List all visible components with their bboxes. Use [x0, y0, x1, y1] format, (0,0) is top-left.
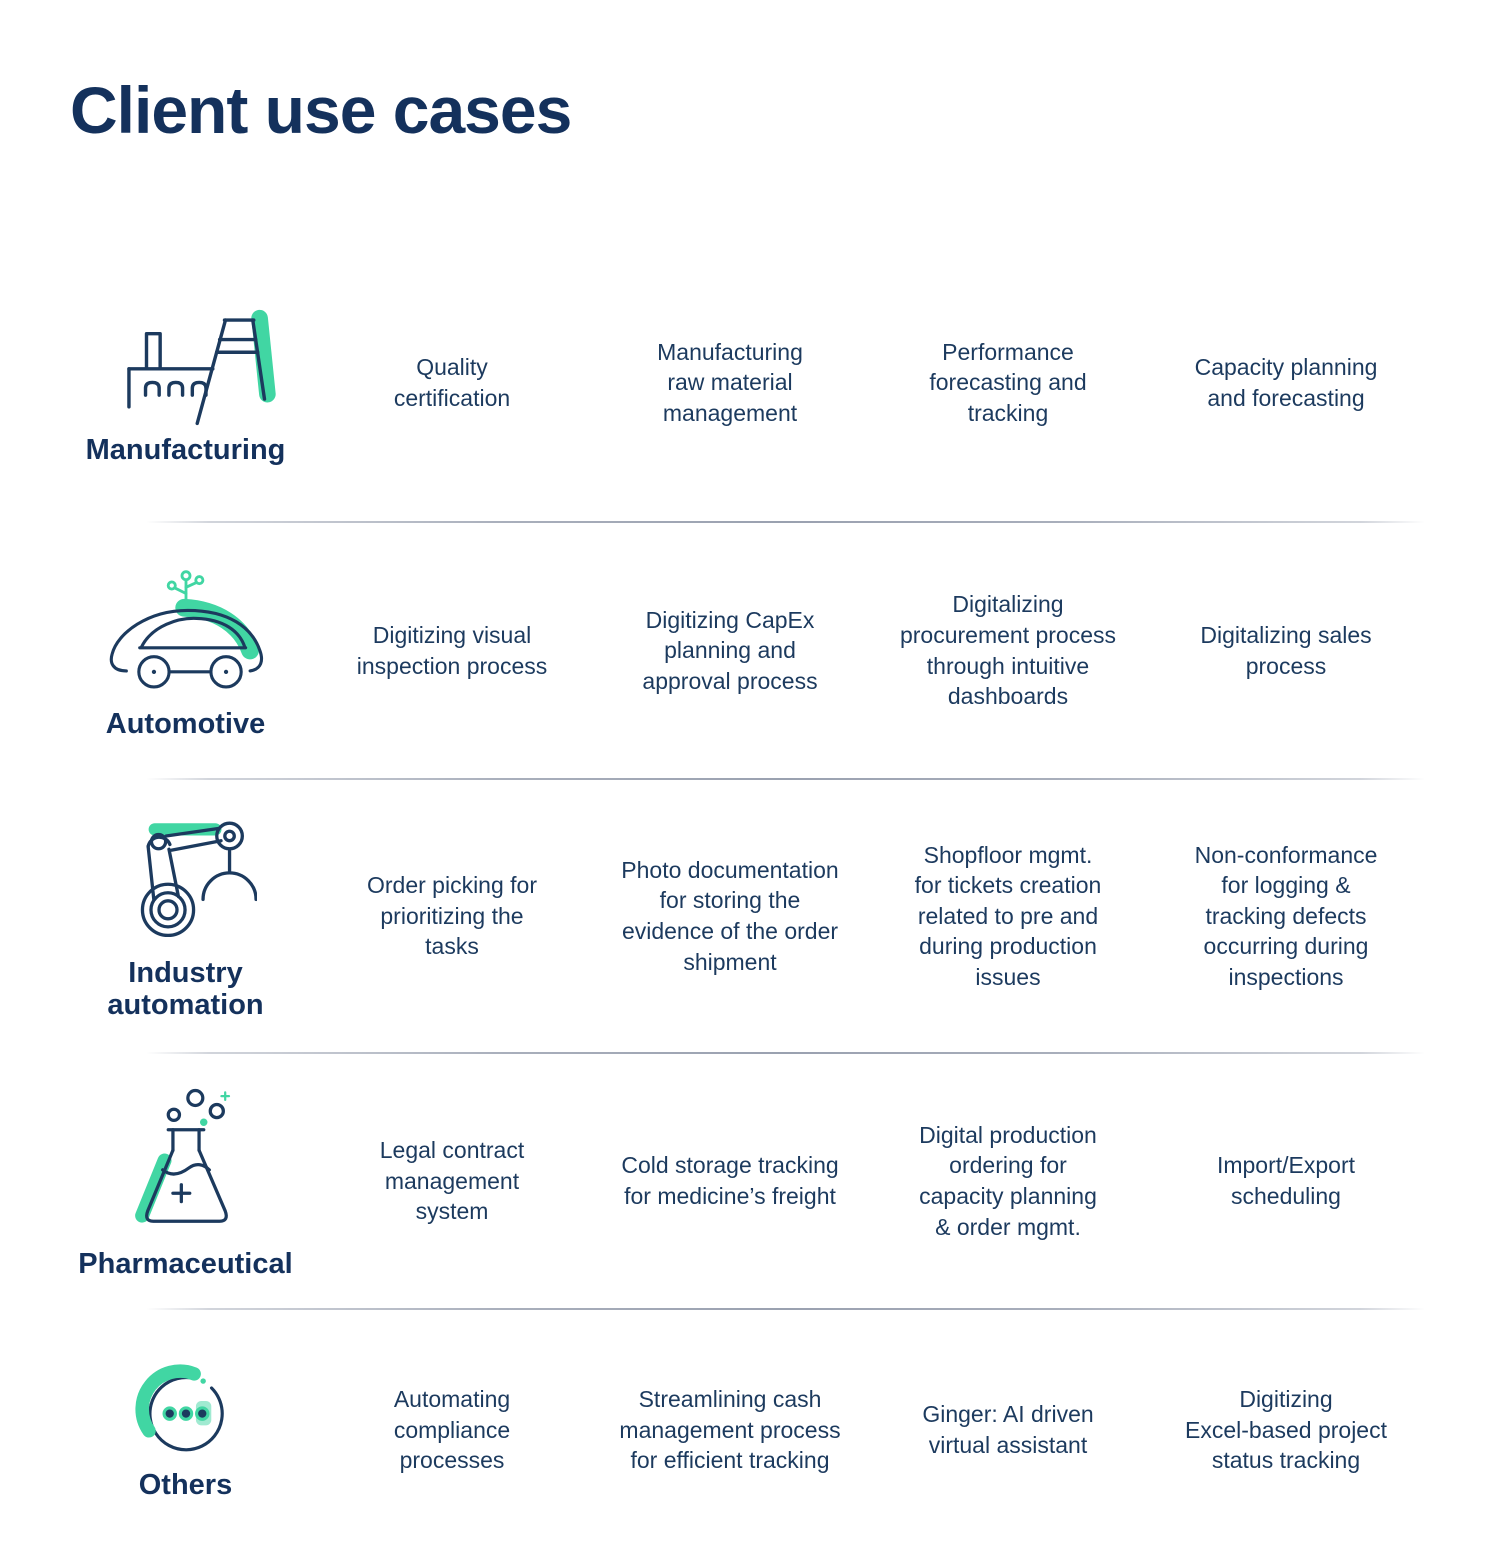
- row-industry-automation: Industry automation Order picking for pr…: [58, 780, 1425, 1052]
- use-case: Digitizing CapEx planning and approval p…: [642, 606, 818, 694]
- use-case: Quality certification: [393, 353, 511, 411]
- row-header-industry-automation: Industry automation: [58, 811, 313, 1022]
- use-case: Digitalizing sales process: [1200, 621, 1372, 679]
- factory-icon: [88, 298, 283, 426]
- use-case: Digitizing Excel-based project status tr…: [1185, 1386, 1387, 1474]
- row-header-manufacturing: Manufacturing: [58, 298, 313, 466]
- use-case: Digitalizing procurement process through…: [899, 591, 1117, 710]
- use-case: Digitizing visual inspection process: [356, 621, 548, 679]
- use-case: Import/Export scheduling: [1216, 1152, 1356, 1209]
- row-divider: [146, 1308, 1425, 1310]
- row-header-pharmaceutical: Pharmaceutical: [58, 1082, 313, 1280]
- use-case: Automating compliance processes: [393, 1386, 511, 1474]
- use-case: Digital production ordering for capacity…: [919, 1121, 1097, 1240]
- row-label: Others: [138, 1468, 233, 1501]
- page-title: Client use cases: [70, 73, 572, 147]
- use-case: Cold storage tracking for medicine’s fre…: [621, 1152, 839, 1209]
- use-case: Capacity planning and forecasting: [1194, 353, 1378, 411]
- row-others: Others Automating compliance processes S…: [58, 1310, 1425, 1550]
- chat-dots-icon: [130, 1359, 242, 1461]
- row-automotive: Automotive Digitizing visual inspection …: [58, 523, 1425, 778]
- robot-arm-icon: [115, 811, 257, 949]
- row-label: Automotive: [105, 708, 266, 741]
- row-pharmaceutical: Pharmaceutical Legal contract management…: [58, 1054, 1425, 1308]
- row-header-others: Others: [58, 1359, 313, 1501]
- use-case: Non-conformance for logging & tracking d…: [1194, 841, 1378, 990]
- row-label: Manufacturing: [85, 434, 286, 467]
- use-case: Legal contract management system: [379, 1137, 525, 1225]
- row-label: Pharmaceutical: [78, 1247, 293, 1280]
- row-label: Industry automation: [107, 956, 264, 1021]
- row-divider: [146, 778, 1425, 780]
- connected-car-icon: [97, 560, 275, 700]
- use-case: Streamlining cash management process for…: [619, 1386, 841, 1474]
- row-divider: [146, 1052, 1425, 1054]
- use-case: Manufacturing raw material management: [657, 338, 803, 426]
- row-header-automotive: Automotive: [58, 560, 313, 740]
- row-divider: [146, 521, 1425, 523]
- use-case: Photo documentation for storing the evid…: [621, 856, 839, 975]
- lab-flask-icon: [116, 1082, 256, 1240]
- use-case: Shopfloor mgmt. for tickets creation rel…: [914, 841, 1102, 990]
- use-case-table: Manufacturing Quality certification Manu…: [58, 244, 1425, 1550]
- use-case: Ginger: AI driven virtual assistant: [922, 1401, 1094, 1458]
- use-case: Order picking for prioritizing the tasks: [366, 872, 537, 960]
- row-manufacturing: Manufacturing Quality certification Manu…: [58, 244, 1425, 521]
- use-case: Performance forecasting and tracking: [929, 338, 1087, 426]
